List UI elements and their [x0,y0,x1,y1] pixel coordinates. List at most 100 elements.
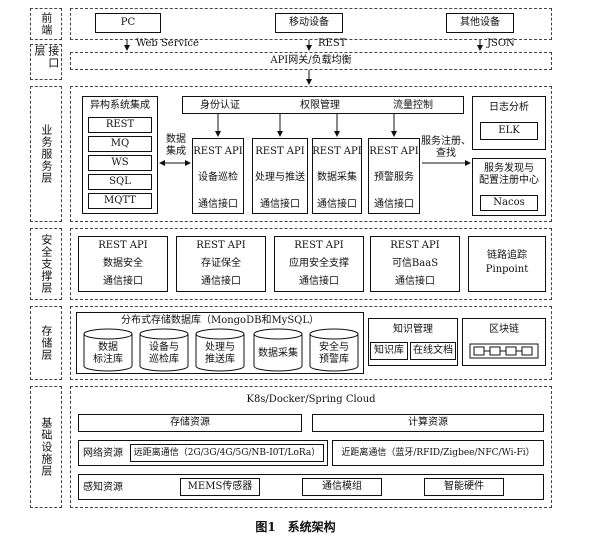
flow-control-label: 流量控制 [393,100,433,111]
db-label-inspection: 设备与 巡检库 [149,342,179,365]
smart-hardware-label: 智能硬件 [444,481,484,493]
permission-label: 权限管理 [300,100,340,111]
remote-comm: 远距离通信（2G/3G/4G/5G/NB-I0T/LoRa） [130,444,324,462]
business-panel [70,86,552,222]
hetero-item-label: MQTT [104,195,136,207]
storage-resource-label: 存储资源 [170,417,210,429]
service-comm-label: 通信接口 [374,199,414,210]
layer-business: 业务服务层 [30,86,62,222]
knowledge-title: 知识管理 [393,324,433,335]
protocol-web-service: Web Service [136,38,199,49]
hetero-item-mq: MQ [88,136,152,152]
smart-hardware: 智能硬件 [424,478,504,496]
service-name-label: 数据采集 [317,172,357,183]
layer-business-label: 业务服务层 [39,124,53,184]
service-name-label: 设备巡检 [198,172,238,183]
infra-platform: K8s/Docker/Spring Cloud [246,394,376,405]
security-name-label: 应用安全支撑 [289,258,349,269]
compute-resource-label: 计算资源 [408,417,448,429]
hetero-item-label: WS [111,157,129,169]
near-comm: 近距离通信（蓝牙/RFID/Zigbee/NFC/Wi-Fi） [332,440,544,466]
layer-interface-label: 接口层 [33,45,60,69]
service-api-label: REST API [255,146,305,157]
db-label-collection: 数据采集 [258,348,298,359]
layer-frontend: 前端 [30,8,62,40]
frontend-pc: PC [95,13,161,33]
frontend-panel [70,8,552,40]
auth-bar [182,96,464,114]
near-comm-label: 近距离通信（蓝牙/RFID/Zigbee/NFC/Wi-Fi） [341,447,535,458]
layer-security-label: 安全支撑层 [39,234,53,294]
protocol-rest: REST [318,38,347,49]
frontend-pc-label: PC [120,17,136,29]
nacos-label: Nacos [493,197,525,209]
service-warning [368,138,420,214]
hetero-integration-title: 异构系统集成 [90,100,150,111]
db-label-annotation: 数据 标注库 [93,342,123,365]
layer-interface: 接口层 [30,44,62,80]
auth-label: 身份认证 [200,100,240,111]
layer-security: 安全支撑层 [30,228,62,300]
security-name-label: 存证保全 [201,258,241,269]
elk-box: ELK [480,122,538,140]
service-inspection [192,138,244,214]
security-comm-label: 通信接口 [299,276,339,287]
service-name-label: 处理与推送 [255,172,305,183]
trace-box [468,236,546,292]
layer-storage: 存储层 [30,306,62,380]
frontend-mobile-label: 移动设备 [289,17,329,29]
service-processing [252,138,308,214]
elk-label: ELK [498,125,520,137]
comm-module-label: 通信模组 [322,481,362,493]
infra-panel [70,386,552,508]
hetero-item-mqtt: MQTT [88,193,152,209]
figure-caption: 图1 系统架构 [255,520,336,534]
protocol-json: JSON [487,38,515,49]
api-gateway: API网关/负载均衡 [70,52,552,70]
mems-sensor: MEMS传感器 [180,478,260,496]
storage-panel [70,306,552,380]
security-evidence [176,236,266,292]
blockchain-title: 区块链 [489,324,519,335]
hetero-item-label: SQL [109,176,131,188]
log-analysis-title: 日志分析 [489,102,529,113]
security-comm-label: 通信接口 [201,276,241,287]
security-api-label: REST API [390,240,440,251]
frontend-mobile: 移动设备 [275,13,343,33]
api-gateway-label: API网关/负载均衡 [270,55,352,67]
nacos-box: Nacos [480,195,538,211]
hetero-item-rest: REST [88,117,152,133]
security-name-label: 可信BaaS [391,258,439,269]
layer-storage-label: 存储层 [39,325,53,361]
sensing-resource-label: 感知资源 [83,482,123,493]
security-name-label: 数据安全 [103,258,143,269]
frontend-other-label: 其他设备 [460,17,500,29]
security-comm-label: 通信接口 [103,276,143,287]
knowledge-base: 知识库 [370,342,408,360]
mems-sensor-label: MEMS传感器 [187,481,253,493]
db-label-processing: 处理与 推送库 [205,342,235,365]
hetero-item-sql: SQL [88,174,152,190]
security-baas [370,236,460,292]
security-panel [70,228,552,300]
remote-comm-label: 远距离通信（2G/3G/4G/5G/NB-I0T/LoRa） [133,447,321,458]
layer-infra-label: 基础设施层 [39,417,53,477]
knowledge-base-label: 知识库 [374,345,404,357]
trace-title: 链路追踪 [487,250,527,261]
hetero-item-label: REST [105,119,135,131]
data-integration-label: 数据 集成 [166,134,186,157]
security-api-label: REST API [98,240,148,251]
compute-resource: 计算资源 [312,414,544,432]
comm-module: 通信模组 [302,478,382,496]
layer-frontend-label: 前端 [39,12,53,36]
service-api-label: REST API [193,146,243,157]
pinpoint-label: Pinpoint [485,264,529,275]
service-register-label: 服务注册、 查找 [421,136,471,159]
service-collection [312,138,362,214]
service-api-label: REST API [312,146,362,157]
network-resource-label: 网络资源 [83,448,123,459]
db-label-security: 安全与 预警库 [319,342,349,365]
service-discovery-title: 服务发现与 配置注册中心 [479,163,539,186]
layer-infra: 基础设施层 [30,386,62,508]
frontend-other: 其他设备 [446,13,514,33]
